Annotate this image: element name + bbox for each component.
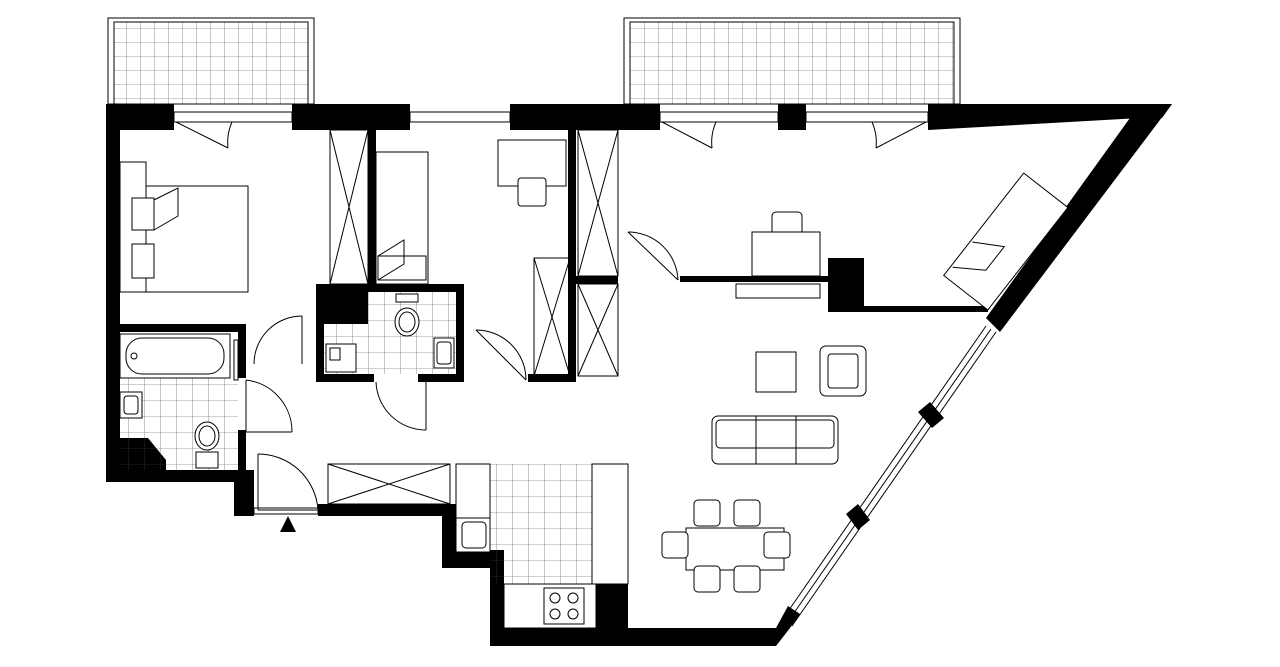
- chair: [517, 177, 547, 207]
- desk: [497, 139, 567, 207]
- kitchen-counter-right: [591, 463, 629, 585]
- pillow: [131, 197, 155, 231]
- desk-living: [735, 211, 821, 299]
- chair: [733, 499, 761, 527]
- sink-bathroom: [119, 391, 143, 419]
- armchair: [819, 345, 867, 397]
- wardrobe-corridor: [533, 257, 619, 377]
- sofa: [711, 415, 839, 465]
- chair: [733, 565, 761, 593]
- living-room: [661, 172, 1069, 593]
- bathtub: [119, 333, 231, 379]
- toilet-bathroom: [194, 421, 220, 469]
- triangle-up-icon: [280, 516, 296, 532]
- daybed: [942, 172, 1069, 311]
- side-table: [755, 351, 797, 393]
- kitchen: [455, 463, 629, 629]
- washing-machine: [325, 343, 357, 373]
- wardrobe-entry: [327, 463, 451, 505]
- office: [375, 139, 567, 285]
- chair: [661, 531, 689, 559]
- exterior-walls: [106, 104, 1172, 646]
- toilet-wc: [394, 293, 420, 337]
- kitchen-sink: [455, 517, 491, 553]
- stove: [543, 587, 585, 625]
- wardrobe-hall: [329, 129, 369, 285]
- windows-top: [173, 111, 929, 149]
- chair: [693, 499, 721, 527]
- chair: [763, 531, 791, 559]
- single-bed: [375, 151, 429, 285]
- sink-wc: [433, 337, 455, 369]
- window-diagonal: [781, 325, 997, 627]
- bathroom: [119, 333, 239, 470]
- wc: [324, 292, 456, 374]
- doors: [245, 231, 679, 515]
- balcony-left: [107, 17, 315, 105]
- bedroom: [119, 161, 249, 293]
- dining-table: [661, 499, 791, 593]
- bed: [131, 185, 249, 293]
- wardrobe-office: [577, 129, 619, 277]
- pillow: [131, 243, 155, 279]
- balcony-right: [623, 17, 961, 105]
- chair: [693, 565, 721, 593]
